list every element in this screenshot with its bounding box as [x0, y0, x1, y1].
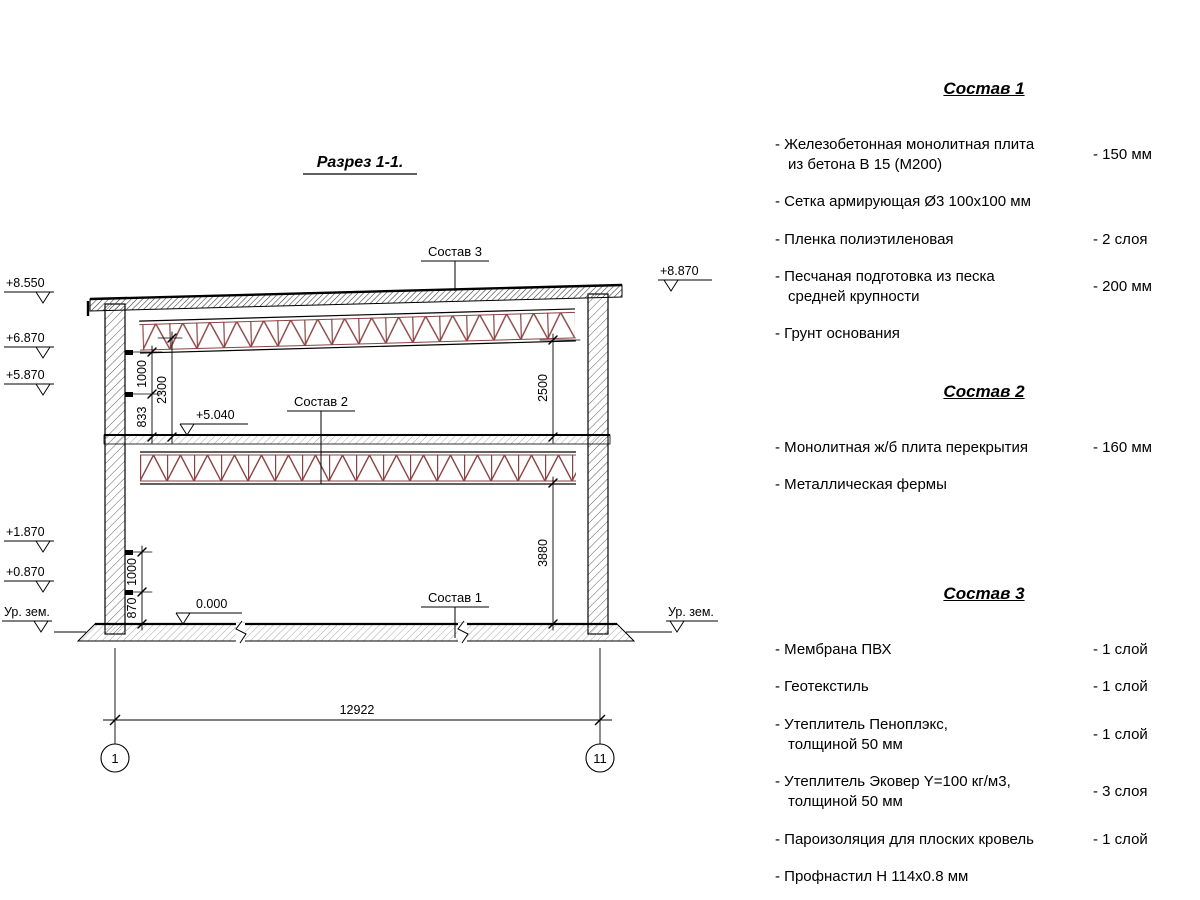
elevation-0870: +0.870: [6, 565, 45, 579]
spec-item-text: - Грунт основания: [775, 325, 900, 343]
spec-item-text: - Пароизоляция для плоских кровель: [775, 830, 1034, 848]
spec-item: - Пароизоляция для плоских кровель - 1 с…: [775, 830, 1193, 850]
spec-item-value: - 1 слой: [1093, 725, 1148, 743]
level-0000: 0.000: [196, 597, 227, 611]
spec-item-text: - Профнастил Н 114х0.8 мм: [775, 867, 969, 885]
elevation-arrow-icon: [35, 540, 51, 553]
spec-item: - Профнастил Н 114х0.8 мм: [775, 867, 1193, 887]
axis-bubble-11: [585, 743, 615, 773]
spec-item: - Утеплитель Пеноплэкс, толщиной 50 мм -…: [775, 715, 1193, 756]
ground-slab: [54, 620, 672, 644]
spec-item: - Монолитная ж/б плита перекрытия - 160 …: [775, 438, 1193, 458]
interior-level-marks: +5.040 0.000: [175, 408, 248, 625]
spec-item-value: - 3 слоя: [1093, 783, 1148, 801]
elevation-5870: +5.870: [6, 368, 45, 382]
spec-item-value: - 2 слоя: [1093, 230, 1148, 248]
spec-item-text: - Песчаная подготовка из песка средней к…: [775, 267, 995, 306]
elevation-marks-left: +8.550 +6.870 +5.870 +1.870 +0.870 Ур. з…: [2, 276, 54, 633]
callout-sostav-2: Состав 2: [294, 394, 348, 409]
ground-level-label-right: Ур. зем.: [668, 605, 714, 619]
elevation-arrow-icon: [35, 383, 51, 396]
spec-item-value: - 1 слой: [1093, 678, 1148, 696]
elevation-arrow-icon: [179, 423, 195, 436]
elevation-arrow-icon: [175, 612, 191, 625]
spec-item: - Пленка полиэтиленовая - 2 слоя: [775, 230, 1193, 250]
spec-item-text: - Металлическая фермы: [775, 475, 947, 493]
spec-item-value: - 150 мм: [1093, 146, 1152, 164]
section-title: Разрез 1-1.: [303, 154, 417, 175]
spec-lists: Состав 1 - Железобетонная монолитная пли…: [775, 0, 1193, 900]
dim-2300: 2300: [155, 376, 169, 404]
dim-1000-upper: 1000: [135, 360, 149, 388]
callout-sostav-1: Состав 1: [428, 590, 482, 605]
roof-truss: [139, 308, 576, 354]
spec-item-text: - Монолитная ж/б плита перекрытия: [775, 438, 1029, 456]
spec-heading-2: Состав 2: [943, 381, 1025, 401]
spec-item-text: - Сетка армирующая Ø3 100х100 мм: [775, 193, 1031, 211]
spec-item-text: - Мембрана ПВХ: [775, 641, 892, 659]
spec-heading-1: Состав 1: [943, 79, 1025, 98]
spec-item-value: - 1 слой: [1093, 830, 1148, 848]
spec-item: - Утеплитель Эковер Y=100 кг/м3, толщино…: [775, 772, 1193, 813]
spec-item-value: - 1 слой: [1093, 641, 1148, 659]
spec-section-1: Состав 1 - Железобетонная монолитная пли…: [775, 78, 1193, 345]
spec-item: - Мембрана ПВХ - 1 слой: [775, 640, 1193, 660]
spec-item: - Металлическая фермы: [775, 475, 1193, 495]
spec-item-value: - 160 мм: [1093, 438, 1152, 456]
spec-heading-3: Состав 3: [943, 584, 1025, 604]
elevation-arrow-icon: [35, 580, 51, 593]
bottom-dimension: 12922 1 11: [100, 648, 615, 773]
elevation-arrow-icon: [663, 279, 679, 292]
elevation-arrow-icon: [669, 620, 685, 633]
dim-total-width: 12922: [340, 703, 375, 717]
dim-870: 870: [125, 598, 139, 619]
axis-bubble-1: [100, 743, 130, 773]
level-5040: +5.040: [196, 408, 235, 422]
spec-item: - Геотекстиль - 1 слой: [775, 677, 1193, 697]
callouts: Состав 3 Состав 2 Состав 1: [287, 244, 489, 638]
spec-item-text: - Утеплитель Эковер Y=100 кг/м3, толщино…: [775, 773, 1011, 811]
axis-label-11: 11: [593, 751, 607, 766]
elevation-8550: +8.550: [6, 276, 45, 290]
break-mark: [457, 620, 469, 644]
section-drawing: Разрез 1-1.: [2, 154, 718, 773]
dim-3880: 3880: [536, 539, 550, 567]
spec-item-text: - Железобетонная монолитная плита из бет…: [775, 135, 1035, 174]
right-wall: [587, 293, 609, 635]
axis-label-1: 1: [111, 751, 118, 766]
section-title-text: Разрез 1-1.: [317, 154, 404, 171]
elevation-arrow-icon: [33, 620, 49, 633]
spec-item-text: - Пленка полиэтиленовая: [775, 230, 954, 248]
spec-item: - Железобетонная монолитная плита из бет…: [775, 135, 1193, 176]
break-mark: [235, 620, 247, 644]
elevation-6870: +6.870: [6, 331, 45, 345]
elevation-arrow-icon: [35, 346, 51, 359]
elevation-marks-right: +8.870 Ур. зем.: [658, 264, 718, 633]
elevation-8870: +8.870: [660, 264, 699, 278]
vertical-dimensions: 1000 833 2300 2500 3880 1000 870: [125, 331, 581, 631]
walls: [104, 293, 609, 635]
ground-level-label-left: Ур. зем.: [4, 605, 50, 619]
spec-item: - Песчаная подготовка из песка средней к…: [775, 267, 1193, 308]
elevation-arrow-icon: [35, 291, 51, 304]
spec-section-3: Состав 3 - Мембрана ПВХ - 1 слой - Геоте…: [775, 583, 1193, 900]
elevation-1870: +1.870: [6, 525, 45, 539]
floor-slab: [103, 434, 611, 445]
roof-slab: [86, 283, 623, 316]
dim-1000-lower: 1000: [125, 558, 139, 586]
spec-section-2: Состав 2 - Монолитная ж/б плита перекрыт…: [775, 381, 1193, 495]
spec-item-value: - 200 мм: [1093, 278, 1152, 296]
floor-truss: [140, 451, 576, 485]
left-wall: [104, 303, 126, 635]
spec-item: - Грунт основания: [775, 324, 1193, 344]
spec-item-text: - Утеплитель Пеноплэкс, толщиной 50 мм: [775, 715, 948, 753]
dim-833: 833: [135, 407, 149, 428]
spec-item: - Сетка армирующая Ø3 100х100 мм: [775, 192, 1193, 212]
dim-2500: 2500: [536, 374, 550, 402]
spec-item-text: - Геотекстиль: [775, 678, 869, 696]
callout-sostav-3: Состав 3: [428, 244, 482, 259]
